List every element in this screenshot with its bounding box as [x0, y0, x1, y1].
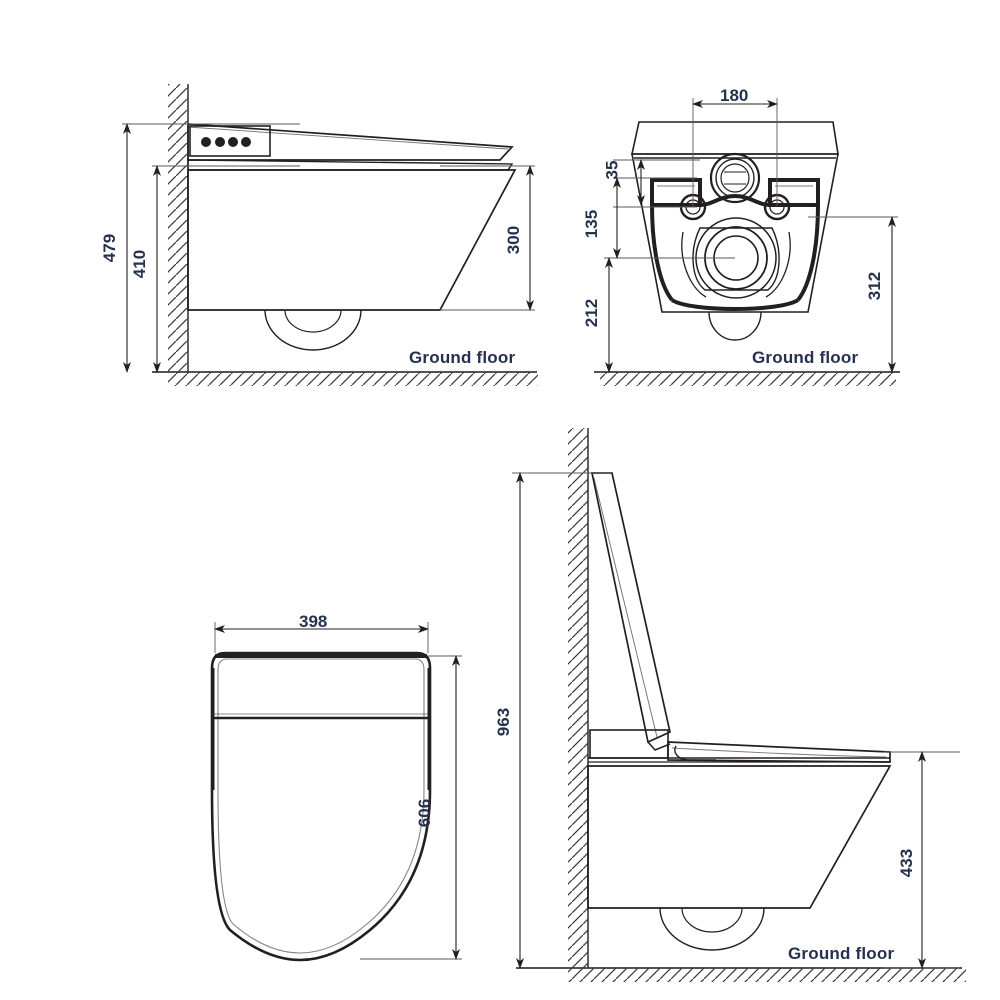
- toilet-body-front: [631, 121, 839, 341]
- dimension-label-963: 963: [494, 707, 514, 737]
- ground-top-right: [594, 371, 900, 386]
- ground-top-left: [152, 371, 538, 386]
- dimension-label-410: 410: [130, 249, 150, 279]
- toilet-body-side: [187, 123, 517, 351]
- wall-top-left: [168, 84, 189, 372]
- dimension-label-479: 479: [100, 233, 120, 263]
- dimension-label-180: 180: [720, 86, 749, 105]
- dimension-lines-tr: [605, 100, 896, 373]
- dimension-lines-bl: [214, 625, 460, 960]
- extension-lines-tr: [604, 98, 898, 259]
- toilet-body-side-open: [587, 729, 892, 951]
- extension-lines-bl: [214, 622, 462, 960]
- ground-floor-label-front: Ground floor: [752, 348, 859, 367]
- dimension-label-312: 312: [865, 271, 885, 301]
- lid-raised: [590, 472, 671, 751]
- dimension-lines-br: [516, 472, 926, 969]
- view-side-closed: [122, 84, 538, 386]
- dimension-label-606: 606: [415, 798, 435, 828]
- dimension-label-433: 433: [897, 848, 917, 878]
- toilet-seat-front: [650, 178, 820, 311]
- view-front: [594, 98, 900, 386]
- ground-floor-label-side-closed: Ground floor: [409, 348, 516, 367]
- ground-floor-label-side-open: Ground floor: [788, 944, 895, 963]
- extension-lines-tl: [122, 123, 535, 311]
- ground-bottom-right: [516, 967, 966, 982]
- wall-bottom-right: [568, 428, 589, 968]
- dimension-label-35: 35: [602, 160, 622, 180]
- control-panel-buttons-side: [201, 137, 251, 147]
- view-side-open: [512, 428, 966, 982]
- view-plan: [210, 622, 462, 962]
- dimension-label-300: 300: [504, 225, 524, 255]
- dimension-label-398: 398: [299, 612, 328, 631]
- nozzle-assembly-front: [709, 152, 761, 204]
- toilet-outline-plan: [210, 651, 432, 962]
- dimension-label-135: 135: [582, 209, 602, 239]
- dimension-label-212: 212: [582, 298, 602, 328]
- dimension-lines-tl: [123, 123, 534, 373]
